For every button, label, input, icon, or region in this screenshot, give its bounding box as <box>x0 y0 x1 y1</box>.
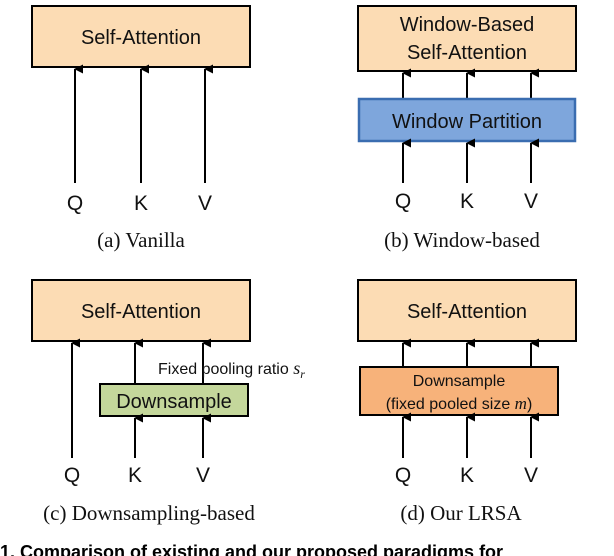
downsample-label: Downsample <box>116 391 232 413</box>
self-attention-box <box>31 5 251 68</box>
self-attention-label: Self-Attention <box>81 27 201 49</box>
k-label: K <box>134 192 148 215</box>
figure-caption: 1. Comparison of existing and our propos… <box>0 542 503 556</box>
window-partition-label: Window Partition <box>392 111 542 133</box>
q-label: Q <box>395 190 411 213</box>
panel-window-based: Window-Based Self-Attention Window Parti… <box>357 5 577 252</box>
window-attention-label-line1: Window-Based <box>400 14 535 36</box>
downsample-label-line1: Downsample <box>413 373 506 390</box>
panel-vanilla: Self-Attention Q K V (a) Vanilla <box>31 5 251 252</box>
panel-lrsa: Self-Attention Downsample (fixed pooled … <box>357 279 577 525</box>
caption-lrsa: (d) Our LRSA <box>400 501 522 525</box>
caption-downsampling-based: (c) Downsampling-based <box>43 501 255 525</box>
pooled-size-text: (fixed pooled size <box>386 396 515 413</box>
v-label: V <box>524 464 538 487</box>
caption-vanilla: (a) Vanilla <box>97 228 185 252</box>
k-label: K <box>128 464 142 487</box>
pooling-ratio-label: Fixed pooling ratio sr <box>158 358 305 381</box>
pooled-size-close: ) <box>527 396 532 413</box>
downsample-label-line2: (fixed pooled size m) <box>386 394 533 413</box>
window-partition-box <box>357 97 577 143</box>
pooling-ratio-subscript: r <box>300 367 305 381</box>
downsample-box <box>359 366 559 416</box>
window-attention-box <box>357 5 577 72</box>
caption-window-based: (b) Window-based <box>384 228 540 252</box>
panel-downsampling-based: Self-Attention Downsample Fixed pooling … <box>31 279 305 525</box>
self-attention-box <box>357 279 577 342</box>
v-label: V <box>196 464 210 487</box>
self-attention-label: Self-Attention <box>407 301 527 323</box>
v-label: V <box>524 190 538 213</box>
pooling-ratio-var: s <box>293 358 300 378</box>
q-label: Q <box>64 464 80 487</box>
v-label: V <box>198 192 212 215</box>
k-label: K <box>460 464 474 487</box>
window-attention-label-line2: Self-Attention <box>407 42 527 64</box>
pooling-ratio-text: Fixed pooling ratio <box>158 361 293 378</box>
q-label: Q <box>67 192 83 215</box>
self-attention-label: Self-Attention <box>81 301 201 323</box>
pooled-size-var: m <box>515 394 527 413</box>
downsample-box <box>99 383 249 417</box>
k-label: K <box>460 190 474 213</box>
q-label: Q <box>395 464 411 487</box>
